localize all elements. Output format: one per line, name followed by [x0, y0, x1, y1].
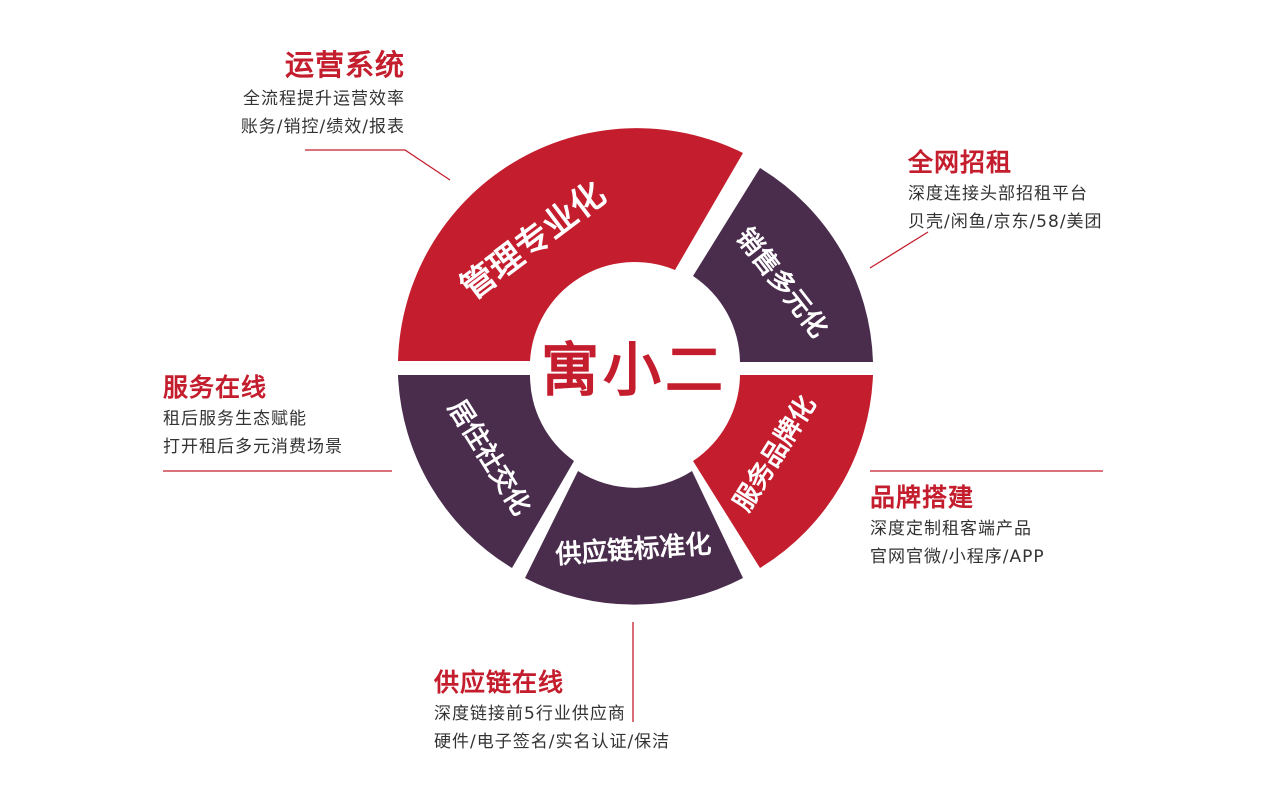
callout-fuwu-line-2: 打开租后多元消费场景	[163, 437, 343, 458]
callout-zhaozu-line-1: 深度连接头部招租平台	[908, 184, 1088, 204]
leader-line-zhaozu	[869, 231, 929, 269]
callout-yunying-line-2: 账务/销控/绩效/报表	[240, 117, 405, 138]
segment-xiaoshou	[693, 168, 873, 362]
callout-zhaozu: 全网招租 深度连接头部招租平台 贝壳/闲鱼/京东/58/美团	[908, 148, 1103, 233]
segment-guanli	[398, 128, 743, 361]
callout-gongying-line-2: 硬件/电子签名/实名认证/保洁	[434, 732, 671, 753]
callout-zhaozu-title: 全网招租	[908, 148, 1013, 177]
segment-juzhu	[398, 375, 574, 568]
callout-yunying: 运营系统 全流程提升运营效率 账务/销控/绩效/报表	[241, 48, 405, 138]
center-logo-text: 寓小二	[541, 336, 727, 404]
callout-yunying-title: 运营系统	[284, 48, 405, 82]
callout-pinpai: 品牌搭建 深度定制租客端产品 官网官微/小程序/APP	[870, 483, 1045, 568]
callout-pinpai-title: 品牌搭建	[870, 483, 975, 512]
leader-line-yunying	[305, 149, 451, 181]
callout-fuwu-title: 服务在线	[163, 373, 268, 402]
ring-segments	[398, 128, 873, 605]
callout-pinpai-line-2: 官网官微/小程序/APP	[870, 547, 1045, 568]
callout-gongying-line-1: 深度链接前5行业供应商	[434, 704, 626, 724]
callout-gongying-title: 供应链在线	[434, 668, 565, 697]
callout-gongying: 供应链在线 深度链接前5行业供应商 硬件/电子签名/实名认证/保洁	[434, 668, 670, 753]
callout-fuwu: 服务在线 租后服务生态赋能 打开租后多元消费场景	[163, 373, 343, 458]
callout-fuwu-line-1: 租后服务生态赋能	[163, 409, 307, 429]
segment-gongying	[525, 471, 743, 605]
callout-pinpai-line-1: 深度定制租客端产品	[870, 519, 1032, 539]
segment-fuwu	[693, 375, 873, 568]
callout-yunying-line-1: 全流程提升运营效率	[243, 88, 405, 109]
leader-lines	[163, 149, 1103, 722]
callout-zhaozu-line-2: 贝壳/闲鱼/京东/58/美团	[908, 212, 1103, 233]
